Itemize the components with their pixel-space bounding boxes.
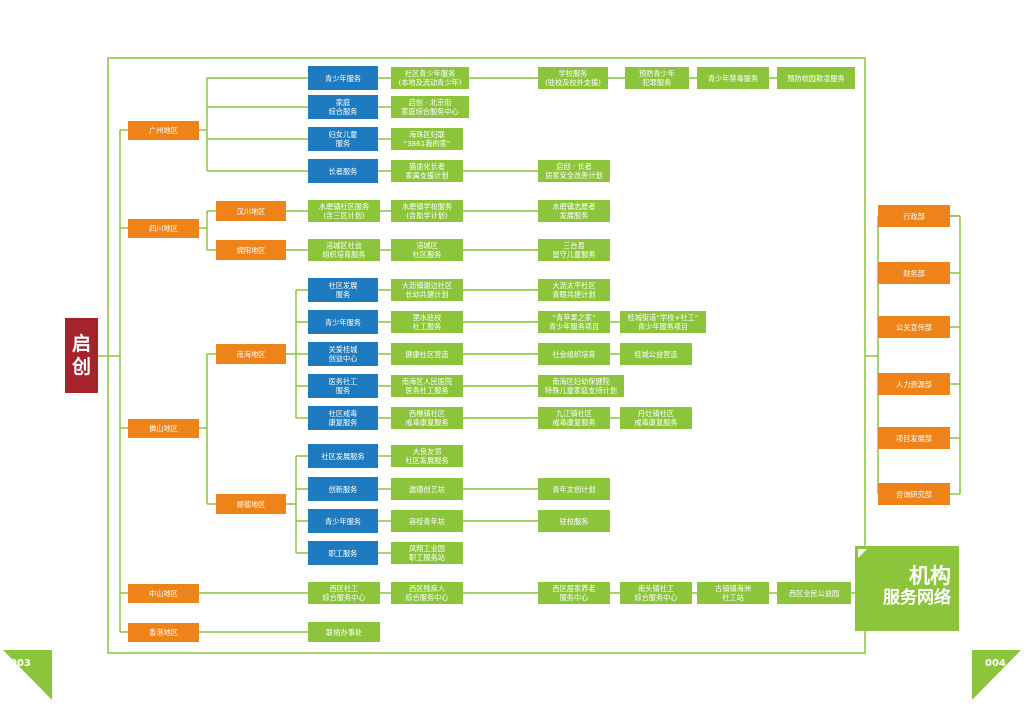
service-shunde-youth: 青少年服务: [308, 509, 378, 533]
subregion-nanhai: 南海地区: [216, 344, 286, 364]
left-page-tab: [3, 650, 52, 700]
service-shunde-community_dev: 社区发展服务: [308, 444, 378, 468]
service-nanhai-youth: 青少年服务: [308, 310, 378, 334]
program-guangzhou-youth-3: 青少年禁毒服务: [697, 67, 769, 89]
region-foshan: 佛山地区: [128, 419, 199, 438]
department-3: 人力资源部: [878, 373, 950, 395]
page-number-left: 003: [10, 658, 31, 669]
department-4: 项目发展部: [878, 427, 950, 449]
program-mianyang-1: 涪城区 社区服务: [391, 239, 463, 261]
program-nanhai-youth-2: 桂城街道“学校+社工” 青少年服务项目: [620, 311, 706, 333]
service-shunde-innovation: 创新服务: [308, 477, 378, 501]
program-nanhai-youth-1: “青苹果之家” 青少年服务项目: [538, 311, 610, 333]
program-nanhai-medical-1: 南海区妇幼保健院 特殊儿童家庭支持计划: [538, 375, 624, 397]
program-guangzhou-youth-0: 社区青少年服务 (本地及流动青少年): [391, 67, 469, 89]
program-nanhai-guicheng-2: 桂城公益营造: [620, 343, 692, 365]
department-2: 公关宣传部: [878, 316, 950, 338]
program-guangzhou-youth-4: 预防校园欺凌服务: [777, 67, 855, 89]
service-shunde-worker: 职工服务: [308, 541, 378, 565]
service-nanhai-community_dev: 社区发展 服务: [308, 278, 378, 302]
program-shunde-youth-0: 容桂青年坊: [391, 510, 463, 532]
program-guangzhou-elderly-0: 猫途化长者 家属支援计划: [391, 160, 463, 182]
department-0: 行政部: [878, 205, 950, 227]
region-zhongshan: 中山地区: [128, 584, 199, 603]
program-hanchuan-0: 水磨镇社区服务 (含三区计划): [308, 200, 380, 222]
program-zhongshan-1: 西区残疾人 综合服务中心: [391, 582, 463, 604]
program-zhongshan-3: 南头镇社工 综合服务中心: [620, 582, 692, 604]
service-guangzhou-family: 家庭 综合服务: [308, 95, 378, 119]
region-guangzhou: 广州地区: [128, 121, 199, 140]
program-zhongshan-0: 西区社工 综合服务中心: [308, 582, 380, 604]
program-nanhai-guicheng-0: 健康社区营造: [391, 343, 463, 365]
program-nanhai-community_dev-1: 大沥太平社区 青眼共建计划: [538, 279, 610, 301]
title-line-1: 机构: [909, 564, 951, 588]
program-guangzhou-youth-2: 预防青少年 犯罪服务: [625, 67, 689, 89]
program-nanhai-community_dev-0: 大沥镇谢边社区 长幼共健计划: [391, 279, 463, 301]
program-guangzhou-elderly-1: 启创 · 长者 居家安全改善计划: [538, 160, 610, 182]
program-nanhai-rehab-1: 九江镇社区 戒毒康复服务: [538, 407, 610, 429]
root-qichuang: 启 创: [65, 318, 98, 393]
program-nanhai-youth-0: 里水驻校 社工服务: [391, 311, 463, 333]
department-1: 财务部: [878, 262, 950, 284]
right-page-tab: [972, 650, 1021, 700]
program-nanhai-guicheng-1: 社会组织培育: [538, 343, 610, 365]
subregion-mianyang: 绵阳地区: [216, 240, 286, 260]
program-nanhai-medical-0: 南海区人民医院 医务社工服务: [391, 375, 463, 397]
page-number-right: 004: [985, 658, 1006, 669]
program-guangzhou-family-0: 启创 · 北京街 家庭综合服务中心: [391, 96, 469, 118]
service-nanhai-medical: 医务社工 服务: [308, 374, 378, 398]
program-shunde-innovation-0: 遨德创艺坊: [391, 478, 463, 500]
program-shunde-community_dev-0: 大良友邻 社区发展服务: [391, 445, 463, 467]
program-zhongshan-5: 西区全民公益园: [777, 582, 851, 604]
program-hanchuan-1: 水磨镇学校服务 (含助学计划): [391, 200, 463, 222]
program-guangzhou-women-0: 海珠区妇联 “3861我的家”: [391, 128, 463, 150]
subregion-shunde: 顺德地区: [216, 494, 286, 514]
program-shunde-innovation-1: 青年文创计划: [538, 478, 610, 500]
title-line-2: 服务网络: [883, 588, 951, 609]
program-hongkong-office: 联络办事处: [308, 622, 380, 642]
region-hongkong: 香港地区: [128, 623, 199, 642]
program-zhongshan-2: 西区居家养老 服务中心: [538, 582, 610, 604]
program-shunde-youth-1: 驻校服务: [538, 510, 610, 532]
program-nanhai-rehab-2: 丹灶镇社区 戒毒康复服务: [620, 407, 692, 429]
department-5: 咨询研究部: [878, 483, 950, 505]
program-nanhai-rehab-0: 西樵镇社区 戒毒康复服务: [391, 407, 463, 429]
title-corner-icon: [858, 549, 867, 558]
service-guangzhou-women: 妇女儿童 服务: [308, 127, 378, 151]
program-mianyang-2: 三台县 留守儿童服务: [538, 239, 610, 261]
service-guangzhou-elderly: 长者服务: [308, 159, 378, 183]
title-block: 机构 服务网络: [855, 546, 959, 631]
program-shunde-worker-0: 凤翔工业园 职工服务站: [391, 542, 463, 564]
service-nanhai-rehab: 社区戒毒 康复服务: [308, 406, 378, 430]
program-hanchuan-2: 水磨镇志愿者 发展服务: [538, 200, 610, 222]
subregion-hanchuan: 汉川地区: [216, 201, 286, 221]
program-zhongshan-4: 古镇镇海洲 社工站: [697, 582, 769, 604]
program-mianyang-0: 涪城区社会 组织培育服务: [308, 239, 380, 261]
service-guangzhou-youth: 青少年服务: [308, 66, 378, 90]
region-sichuan: 四川地区: [128, 219, 199, 238]
program-guangzhou-youth-1: 学校服务 (驻校及校外支援): [538, 67, 608, 89]
service-nanhai-guicheng: 关爱桂城 创益中心: [308, 342, 378, 366]
